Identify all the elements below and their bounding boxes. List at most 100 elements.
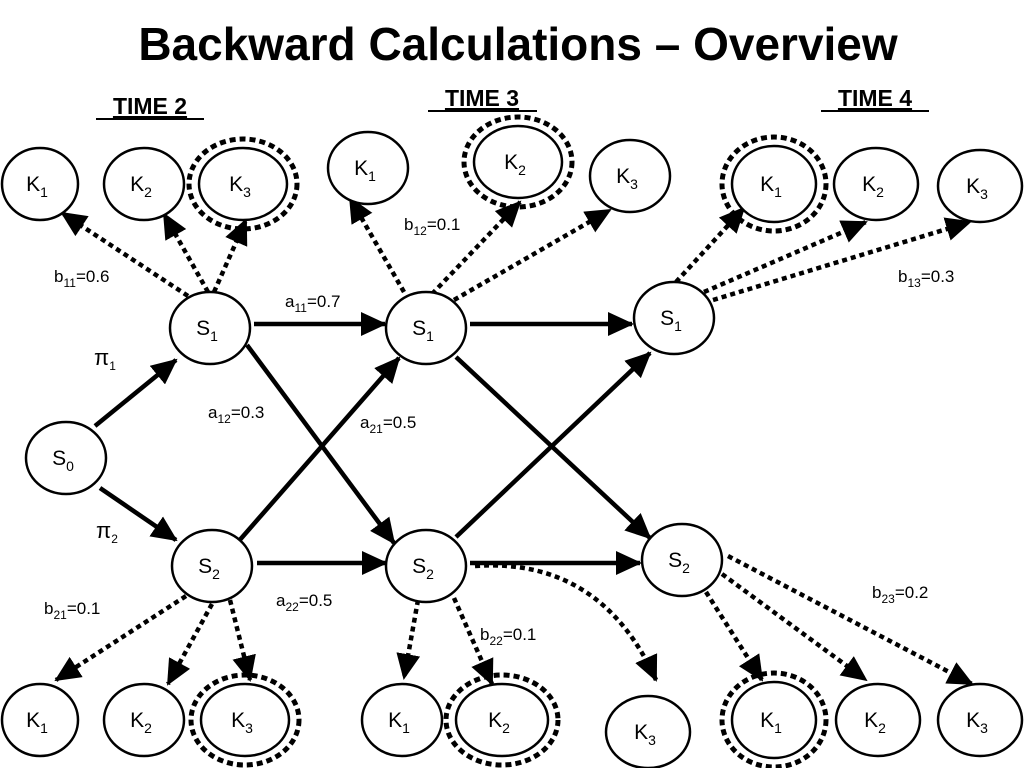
node-label: K3 xyxy=(966,709,988,736)
edge-label-b13: b13=0.3 xyxy=(898,267,954,290)
emission-edge-t2S2-t2K2b xyxy=(166,602,214,686)
node-label: K1 xyxy=(388,709,410,736)
emission-edge-t4S1-t4K1a xyxy=(674,206,746,284)
node-label-base: S xyxy=(196,317,210,340)
transition-edge-t2S1-t3S2 xyxy=(245,343,396,545)
node-label-base: K xyxy=(229,173,243,196)
node-circle xyxy=(102,682,186,758)
emission-edge-t2S1-t2K3a xyxy=(211,218,249,293)
edge-label-a21: a21=0.5 xyxy=(360,413,416,436)
transition-edge-S0-t2S2 xyxy=(98,486,178,542)
edge-label-base: b xyxy=(404,215,413,234)
edge-label-a12: a12=0.3 xyxy=(208,403,264,426)
node-label-subscript: 2 xyxy=(682,560,690,576)
labels-layer: π1π2a11=0.7a12=0.3a21=0.5a22=0.5b11=0.6b… xyxy=(44,215,954,648)
node-label-base: K xyxy=(616,165,630,188)
node-circle xyxy=(24,420,108,496)
node-label-base: K xyxy=(231,709,245,732)
node-label-subscript: 2 xyxy=(212,566,220,582)
emission-edge-t3S2-t3K1b xyxy=(396,599,421,680)
edge-label-subscript: 12 xyxy=(413,224,427,238)
edge-label-value: =0.5 xyxy=(383,413,417,432)
edge-label-b21: b21=0.1 xyxy=(44,599,100,622)
node-label-base: K xyxy=(388,709,402,732)
node-circle xyxy=(640,522,724,598)
emission-edge-t4S2-t4K3b xyxy=(726,554,974,686)
state-node-t3S2: S2 xyxy=(384,528,468,604)
observation-node-t3K2b: K2 xyxy=(443,672,561,768)
node-label: S1 xyxy=(196,317,218,344)
node-label-subscript: 1 xyxy=(40,184,48,200)
emission-edge-t3S1-t3K3a xyxy=(452,208,612,302)
edge-label-base: b xyxy=(480,625,489,644)
node-label-base: K xyxy=(864,709,878,732)
observation-node-t4K1a: K1 xyxy=(719,134,829,234)
edge-label-subscript: 1 xyxy=(109,359,116,373)
observed-ring xyxy=(719,670,829,768)
node-label: S2 xyxy=(198,555,220,582)
edge-label-subscript: 23 xyxy=(881,592,895,606)
edge-label-base: b xyxy=(54,267,63,286)
node-label-base: S xyxy=(668,549,682,572)
emission-edge-t3S1-t3K2a xyxy=(430,200,522,296)
time-label-2: TIME 2 xyxy=(113,93,187,119)
node-label: K3 xyxy=(966,175,988,202)
state-node-t4S2: S2 xyxy=(640,522,724,598)
node-circle xyxy=(197,146,289,222)
state-node-t2S1: S1 xyxy=(168,290,252,366)
transition-edge-S0-t2S1 xyxy=(93,358,178,428)
emission-edge-t3S1-t3K1a xyxy=(348,196,406,294)
node-circle xyxy=(588,138,672,214)
node-circle xyxy=(199,682,291,758)
observation-node-t4K3a: K3 xyxy=(936,148,1024,224)
node-label-base: S xyxy=(52,447,66,470)
node-label-base: K xyxy=(504,151,518,174)
node-label-subscript: 1 xyxy=(774,184,782,200)
node-label-base: K xyxy=(26,709,40,732)
observation-node-t3K2a: K2 xyxy=(461,114,575,210)
node-label: K2 xyxy=(130,173,152,200)
observed-ring xyxy=(443,672,561,768)
node-label-subscript: 1 xyxy=(426,328,434,344)
node-label-base: K xyxy=(966,709,980,732)
node-label: K3 xyxy=(634,721,656,748)
emission-edge-t4S1-t4K2a xyxy=(703,219,868,295)
node-label: K2 xyxy=(862,173,884,200)
node-label-subscript: 2 xyxy=(878,720,886,736)
node-circle xyxy=(454,682,550,758)
edge-label-base: π xyxy=(96,518,111,543)
observed-ring xyxy=(188,672,302,768)
edge-label-subscript: 2 xyxy=(111,532,118,546)
edge-label-value: =0.3 xyxy=(231,403,265,422)
emission-edge-t3S2-t3K2b xyxy=(451,597,495,686)
node-label: K2 xyxy=(488,709,510,736)
observed-ring xyxy=(461,114,575,210)
edge-label-base: π xyxy=(94,345,109,370)
node-label-base: K xyxy=(130,173,144,196)
edge-label-base: b xyxy=(872,583,881,602)
edge-label-subscript: 21 xyxy=(369,422,383,436)
emission-edge-t2S2-t2K1b xyxy=(54,594,188,682)
node-circle xyxy=(384,528,468,604)
edge-label-value: =0.6 xyxy=(76,267,110,286)
node-label-subscript: 1 xyxy=(674,318,682,334)
node-label-base: K xyxy=(130,709,144,732)
emission-edge-t4S1-t4K3a xyxy=(712,217,972,303)
node-label-subscript: 0 xyxy=(66,458,74,474)
edge-label-base: a xyxy=(276,591,286,610)
node-label-subscript: 2 xyxy=(502,720,510,736)
observation-node-t4K3b: K3 xyxy=(936,682,1024,758)
edge-label-value: =0.1 xyxy=(503,625,537,644)
edge-label-subscript: 11 xyxy=(294,301,307,315)
node-circle xyxy=(0,682,80,758)
edge-label-base: a xyxy=(360,413,370,432)
node-label: K3 xyxy=(616,165,638,192)
edge-label-value: =0.3 xyxy=(921,267,955,286)
state-node-t4S1: S1 xyxy=(632,280,716,356)
edge-label-b11: b11=0.6 xyxy=(54,267,110,290)
edge-label-base: b xyxy=(44,599,53,618)
edge-label-subscript: 22 xyxy=(285,600,299,614)
node-label: S2 xyxy=(668,549,690,576)
transition-edge-t2S2-t3S1 xyxy=(236,356,401,544)
